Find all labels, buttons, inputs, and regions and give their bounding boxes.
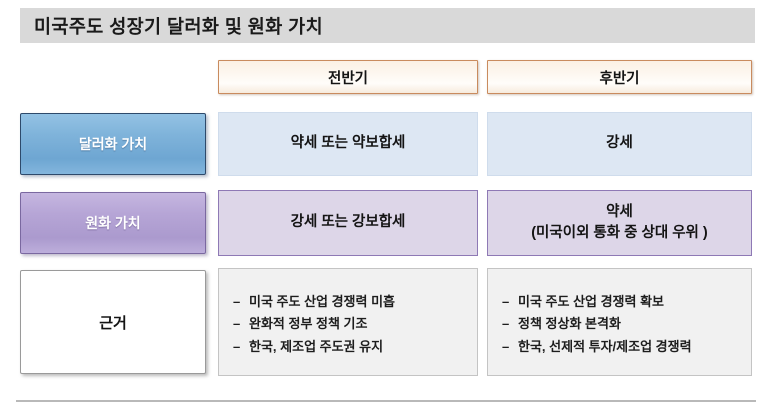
column-header-first-half: 전반기 bbox=[218, 60, 478, 94]
row-label-basis: 근거 bbox=[20, 270, 206, 374]
bullet-dash-icon: – bbox=[233, 294, 241, 309]
list-item-label: 한국, 제조업 주도권 유지 bbox=[249, 338, 384, 354]
cell-won-second-half-line1: 약세 bbox=[606, 203, 633, 220]
page-title: 미국주도 성장기 달러화 및 원화 가치 bbox=[34, 15, 324, 37]
list-item-label: 미국 주도 산업 경쟁력 미흡 bbox=[249, 294, 396, 309]
row-label-dollar-value-text: 달러화 가치 bbox=[78, 136, 148, 152]
cell-dollar-first-half: 약세 또는 약보합세 bbox=[218, 112, 478, 176]
bullet-dash-icon: – bbox=[502, 294, 510, 309]
cell-basis-first-half: – 미국 주도 산업 경쟁력 미흡 – 완화적 정부 정책 기조 – 한국, 제… bbox=[218, 268, 478, 376]
row-label-basis-text: 근거 bbox=[99, 314, 127, 332]
bullet-dash-icon: – bbox=[233, 316, 241, 332]
list-item-label: 정책 정상화 본격화 bbox=[518, 316, 621, 332]
row-label-won-value: 원화 가치 bbox=[20, 192, 206, 254]
cell-won-second-half: 약세 (미국이외 통화 중 상대 우위 ) bbox=[487, 190, 752, 256]
bullet-dash-icon: – bbox=[502, 316, 510, 332]
cell-dollar-second-half: 강세 bbox=[487, 112, 752, 176]
cell-basis-second-half: – 미국 주도 산업 경쟁력 확보 – 정책 정상화 본격화 – 한국, 선제적… bbox=[487, 268, 752, 376]
list-item: – 한국, 선제적 투자/제조업 경쟁력 bbox=[502, 336, 692, 358]
column-header-second-half: 후반기 bbox=[487, 60, 752, 94]
column-header-second-half-label: 후반기 bbox=[599, 70, 640, 87]
list-item-label: 완화적 정부 정책 기조 bbox=[249, 316, 368, 332]
cell-won-first-half: 강세 또는 강보합세 bbox=[218, 190, 478, 256]
cell-dollar-first-half-text: 약세 또는 약보합세 bbox=[290, 135, 406, 152]
cell-won-first-half-text: 강세 또는 강보합세 bbox=[290, 214, 406, 231]
list-item-label: 미국 주도 산업 경쟁력 확보 bbox=[518, 294, 665, 309]
row-label-dollar-value: 달러화 가치 bbox=[20, 113, 206, 175]
column-header-first-half-label: 전반기 bbox=[327, 70, 369, 87]
list-item: – 완화적 정부 정책 기조 bbox=[233, 313, 395, 335]
list-item-label: 한국, 선제적 투자/제조업 경쟁력 bbox=[518, 338, 692, 354]
list-item: – 한국, 제조업 주도권 유지 bbox=[233, 336, 395, 358]
list-item: – 미국 주도 산업 경쟁력 확보 bbox=[502, 291, 692, 313]
title-banner: 미국주도 성장기 달러화 및 원화 가치 bbox=[20, 8, 755, 43]
bullet-dash-icon: – bbox=[233, 338, 241, 354]
bullet-dash-icon: – bbox=[502, 338, 510, 354]
cell-won-second-half-line2: (미국이외 통화 중 상대 우위 ) bbox=[531, 225, 708, 241]
row-label-won-value-text: 원화 가치 bbox=[85, 215, 141, 231]
list-item: – 미국 주도 산업 경쟁력 미흡 bbox=[233, 291, 395, 313]
bottom-divider bbox=[16, 400, 756, 402]
cell-dollar-second-half-text: 강세 bbox=[606, 135, 633, 152]
list-item: – 정책 정상화 본격화 bbox=[502, 313, 692, 335]
cell-won-second-half-text: 약세 (미국이외 통화 중 상대 우위 ) bbox=[531, 202, 708, 244]
basis-first-half-list: – 미국 주도 산업 경쟁력 미흡 – 완화적 정부 정책 기조 – 한국, 제… bbox=[219, 269, 395, 358]
basis-second-half-list: – 미국 주도 산업 경쟁력 확보 – 정책 정상화 본격화 – 한국, 선제적… bbox=[488, 269, 692, 358]
